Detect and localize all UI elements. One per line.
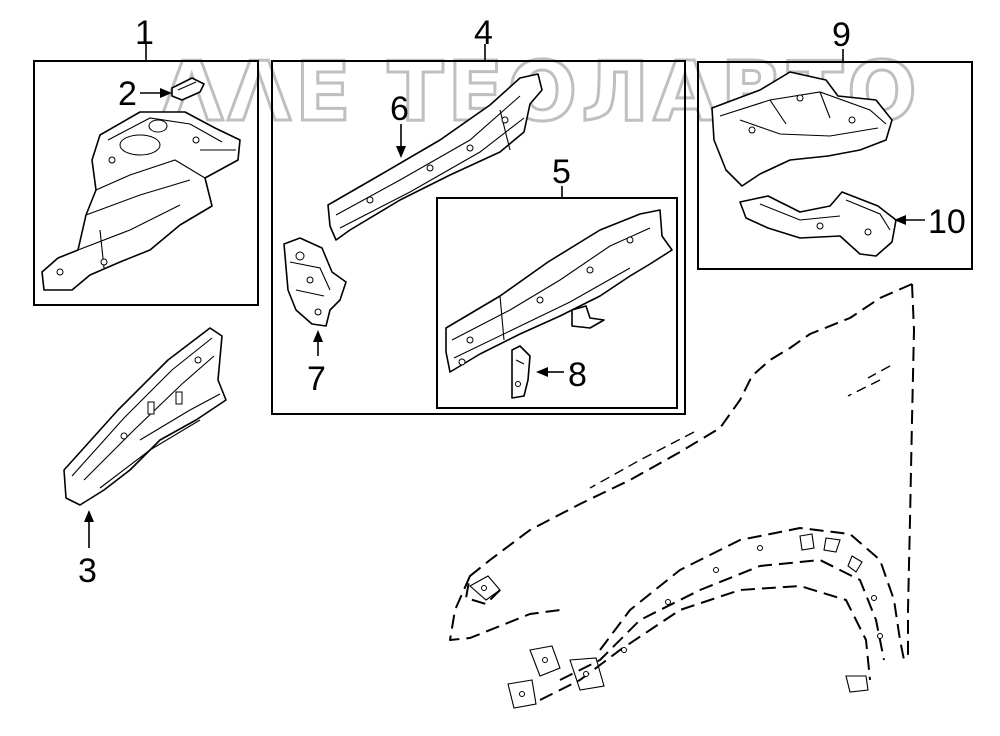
arrow-6	[396, 146, 406, 158]
part-10-bracket	[739, 191, 897, 257]
arrow-3	[84, 510, 94, 522]
part-6-upper-rail	[327, 73, 543, 241]
callout-8: 8	[568, 356, 587, 394]
callout-6: 6	[390, 90, 409, 128]
part-5-lower-rail	[445, 209, 673, 373]
part-1-strut-tower	[41, 111, 241, 291]
part-5-clip	[571, 305, 605, 329]
arrow-2	[160, 88, 172, 98]
callout-3: 3	[78, 552, 97, 590]
callout-9: 9	[832, 16, 851, 54]
group-box-5	[436, 197, 678, 409]
fender-outline	[449, 283, 915, 709]
part-9-cowl-panel	[711, 71, 893, 187]
group-box-9	[697, 61, 973, 270]
callout-10: 10	[928, 203, 966, 241]
callout-1: 1	[135, 14, 154, 52]
arrow-8	[536, 367, 548, 377]
callout-4: 4	[474, 14, 493, 52]
part-8-gusset	[511, 345, 531, 399]
arrow-7	[313, 330, 323, 342]
part-2-bracket	[171, 77, 205, 101]
part-3-apron-rail	[63, 327, 227, 506]
callout-7: 7	[307, 360, 326, 398]
group-box-4	[271, 60, 686, 415]
callout-2: 2	[118, 75, 137, 113]
callout-5: 5	[552, 153, 571, 191]
part-7-bracket	[283, 237, 347, 327]
arrow-10	[894, 215, 906, 225]
